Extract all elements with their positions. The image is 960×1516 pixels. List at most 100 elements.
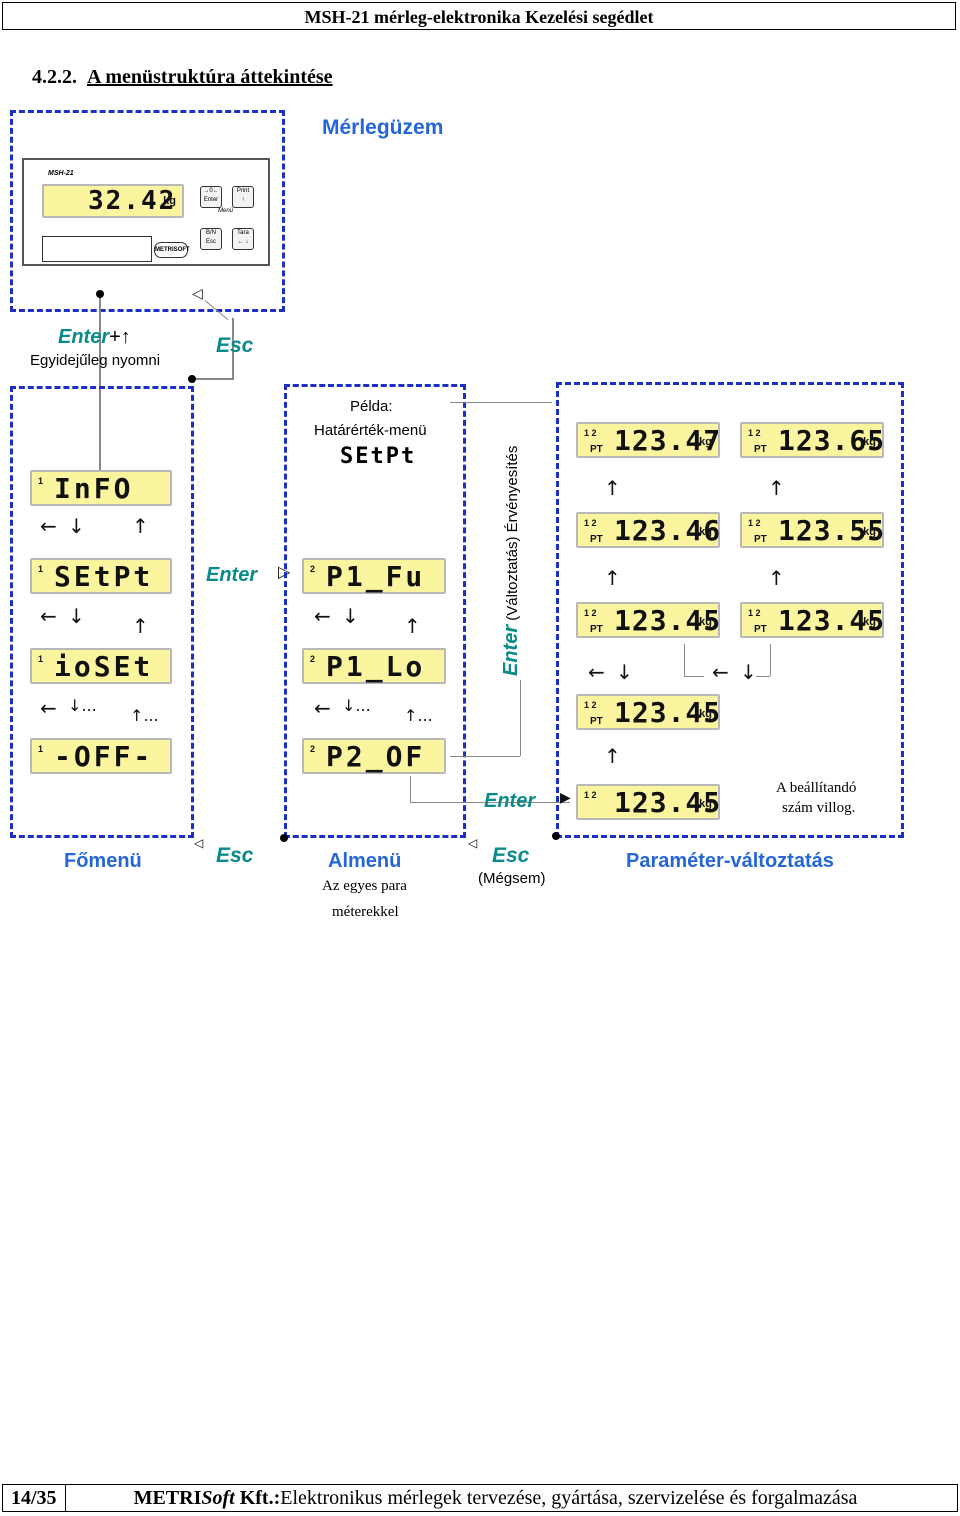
esc-left-label: Esc <box>216 844 254 867</box>
sub-nav-left-1: ← <box>314 604 331 628</box>
param-left-nav-2: ← <box>712 660 729 684</box>
page-number: 14/35 <box>3 1485 66 1511</box>
esc-right-label: Esc <box>492 844 530 867</box>
esc-line-v <box>232 318 234 378</box>
device-label-area <box>42 236 152 262</box>
sub-nav-down-2: ↓... <box>342 696 371 715</box>
param-down-nav-2: ↓ <box>740 660 757 684</box>
confirm-line-v <box>520 680 521 756</box>
nav-down-2: ↓ <box>68 604 85 628</box>
example-title: Példa: <box>350 398 393 415</box>
section-heading: 4.2.2. A menüstruktúra áttekintése <box>32 66 333 89</box>
param-link-h1 <box>684 676 704 677</box>
menu-key-label: Menü <box>218 208 234 214</box>
zero-enter-key[interactable]: →0← Enter <box>200 186 222 208</box>
sub-menu-label: Almenü <box>328 850 402 872</box>
nav-up-2: ↑ <box>132 614 149 638</box>
page-header: MSH-21 mérleg-elektronika Kezelési segéd… <box>2 2 956 30</box>
print-up-key[interactable]: Print ↑ <box>232 186 254 208</box>
param-link-v2 <box>770 644 771 676</box>
footer-company: METRISoft Kft.:Elektronikus mérlegek ter… <box>133 1486 858 1509</box>
param-link-h2 <box>756 676 770 677</box>
main-item-off[interactable]: 1-OFF- <box>30 738 172 774</box>
confirm-line-top <box>450 402 552 403</box>
device-panel: MSH-21 32.42 kg →0← Enter Print ↑ Menü M… <box>22 158 270 266</box>
confirm-line-bottom <box>450 756 520 757</box>
sub-nav-up-1: ↑ <box>404 614 421 638</box>
enter-line <box>99 298 101 480</box>
esc-right-arrow: ◁ <box>468 836 478 850</box>
sub-nav-up-2: ↑... <box>404 706 433 725</box>
nav-left-1: ← <box>40 514 57 538</box>
main-menu-box <box>10 386 194 838</box>
param-up-4: ↑ <box>768 476 785 500</box>
nav-left-2: ← <box>40 604 57 628</box>
section-title: A menüstruktúra áttekintése <box>87 66 333 88</box>
param-up-1: ↑ <box>604 476 621 500</box>
esc-right-dot <box>552 832 560 840</box>
sub-menu-box <box>284 384 466 838</box>
bn-esc-key[interactable]: B/N Esc <box>200 228 222 250</box>
nav-up-3: ↑... <box>130 706 159 725</box>
enter-change-line-v <box>410 776 411 802</box>
example-name: Határérték-menü <box>314 422 427 439</box>
sub-nav-down-1: ↓ <box>342 604 359 628</box>
param-up-3: ↑ <box>604 744 621 768</box>
page-footer: 14/35 METRISoft Kft.:Elektronikus mérleg… <box>2 1484 958 1512</box>
enter-main-label: Enter <box>206 564 258 586</box>
param-box <box>556 382 904 838</box>
esc-origin-dot <box>188 375 196 383</box>
esc-top-label: Esc <box>216 334 254 357</box>
nav-down-3: ↓... <box>68 696 97 715</box>
esc-arrow-head: ◁ <box>192 286 203 302</box>
param-left-nav: ← <box>588 660 605 684</box>
param-note-1: A beállítandó <box>776 780 857 796</box>
example-code: SEtPt <box>340 444 417 469</box>
device-display: 32.42 kg <box>42 184 184 218</box>
simultaneous-label: Egyidejűleg nyomni <box>30 352 161 369</box>
device-display-unit: kg <box>163 195 176 207</box>
scale-mode-label: Mérlegüzem <box>322 116 444 139</box>
param-enter-arrow: ▶ <box>560 790 571 806</box>
nav-up-1: ↑ <box>132 514 149 538</box>
main-menu-label: Főmenü <box>64 850 142 872</box>
enter-plus-label: Enter+↑ <box>58 326 131 348</box>
esc-left-arrow: ◁ <box>194 836 204 850</box>
nav-left-3: ← <box>40 696 57 720</box>
enter-change-label: Enter <box>484 790 536 812</box>
section-number: 4.2.2. <box>32 66 77 88</box>
param-link-v1 <box>684 644 685 676</box>
cancel-label: (Mégsem) <box>478 870 546 887</box>
param-down-nav: ↓ <box>616 660 633 684</box>
esc-line-h <box>196 378 234 380</box>
param-note-2: szám villog. <box>782 800 856 816</box>
enter-origin-dot <box>96 290 104 298</box>
param-label: Paraméter-változtatás <box>626 850 834 872</box>
nav-down-1: ↓ <box>68 514 85 538</box>
scale-mode-box <box>10 110 285 312</box>
device-model: MSH-21 <box>48 170 74 177</box>
header-title: MSH-21 mérleg-elektronika Kezelési segéd… <box>304 7 654 27</box>
param-up-5: ↑ <box>768 566 785 590</box>
sub-menu-desc-2: méterekkel <box>332 904 399 920</box>
device-display-value: 32.42 <box>88 186 177 216</box>
tara-left-down-key[interactable]: Tara ← ↓ <box>232 228 254 250</box>
sub-nav-left-2: ← <box>314 696 331 720</box>
metrisoft-logo: METRISOFT <box>154 242 190 258</box>
param-up-2: ↑ <box>604 566 621 590</box>
esc-left-dot <box>280 834 288 842</box>
